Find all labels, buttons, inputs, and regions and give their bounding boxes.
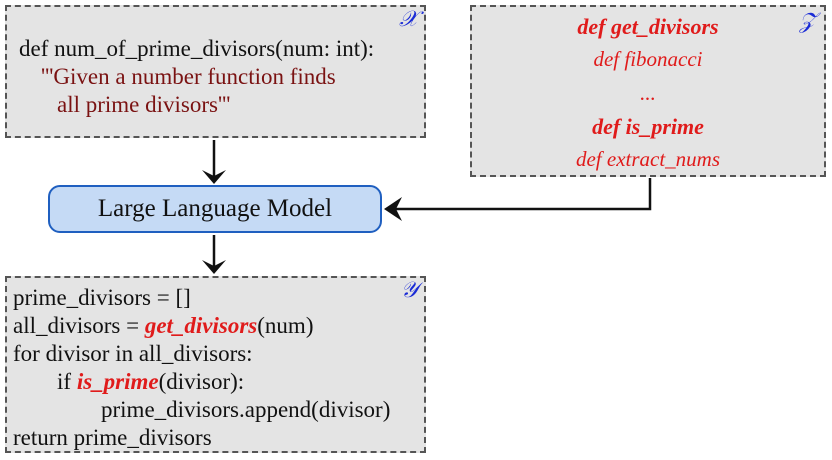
arrowhead-x-to-llm [202, 170, 226, 184]
z-item-is-prime: def is_prime [592, 114, 704, 139]
llm-label: Large Language Model [97, 195, 333, 222]
y-line-4: if is_prime(divisor): [57, 369, 244, 395]
z-item-get-divisors: def get_divisors [577, 14, 719, 39]
arrowhead-z-to-llm [384, 197, 402, 221]
retrieved-functions-box: 𝒵 def get_divisors def fibonacci ... def… [470, 5, 826, 177]
x-line-docstring-2: all prime divisors''' [57, 92, 231, 117]
x-line-docstring-1: '''Given a number function finds [41, 64, 336, 89]
y-line-2-post: (num) [257, 313, 314, 338]
arrowhead-llm-to-y [202, 260, 226, 274]
x-symbol: 𝒳 [399, 7, 418, 32]
x-line-def: def num_of_prime_divisors(num: int): [19, 36, 375, 61]
input-function-box: 𝒳 def num_of_prime_divisors(num: int): '… [5, 5, 426, 138]
y-line-2-pre: all_divisors = [13, 313, 145, 338]
y-line-5: prime_divisors.append(divisor) [101, 397, 391, 422]
y-line-4-fn: is_prime [76, 369, 159, 394]
y-line-3: for divisor in all_divisors: [13, 341, 253, 366]
y-line-2-fn: get_divisors [144, 313, 258, 338]
z-item-extract-nums: def extract_nums [575, 147, 721, 171]
z-symbol: 𝒵 [799, 9, 816, 34]
y-line-2: all_divisors = get_divisors(num) [13, 313, 313, 339]
y-line-1: prime_divisors = [] [13, 285, 191, 310]
z-item-fibonacci: def fibonacci [593, 47, 703, 71]
llm-node: Large Language Model [48, 185, 382, 233]
output-code-box: 𝒴 prime_divisors = [] all_divisors = get… [5, 276, 426, 453]
y-symbol: 𝒴 [400, 278, 418, 303]
y-line-4-post: (divisor): [158, 369, 245, 394]
y-line-6: return prime_divisors [13, 425, 212, 450]
arrow-z-to-llm [388, 178, 652, 211]
y-line-4-pre: if [57, 369, 77, 394]
z-item-ellipsis: ... [640, 81, 656, 105]
